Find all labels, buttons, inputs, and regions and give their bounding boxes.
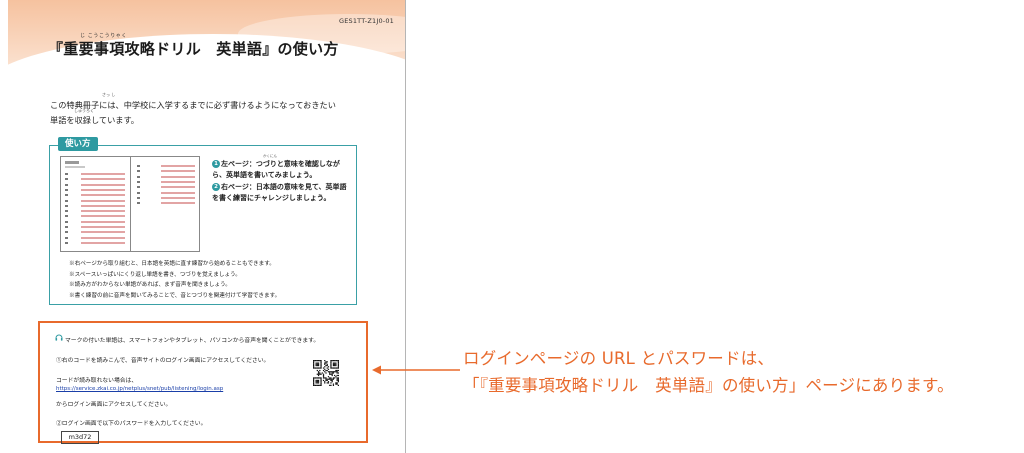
thumbnail-left-page — [61, 157, 131, 251]
thumbnail-right-page — [131, 157, 201, 251]
password-value: m3d72 — [61, 431, 99, 444]
login-url-link[interactable]: https://service.zkai.co.jp/netplus/snet/… — [56, 386, 224, 392]
callout-line: 「『重要事項攻略ドリル 英単語』の使い方」ページにあります。 — [463, 376, 954, 395]
step-text: 左ページ：つづりと意味を確認しながら、英単語を書いてみましょう。 — [212, 160, 340, 179]
howto-section — [49, 145, 357, 305]
headphone-icon — [55, 334, 63, 341]
audio-info-text: マークの付いた単語は、スマートフォンやタブレット、パソコンから音声を聞くことがで… — [65, 338, 320, 344]
callout-line: ログインページの URL とパスワードは、 — [463, 349, 775, 368]
howto-notes: ※右ページから取り組むと、日本語を英語に直す練習から始めることもできます。 ※ス… — [69, 259, 354, 301]
intro-ruby-shuuroku: しゅうろく — [74, 108, 94, 113]
cannot-read-text: コードが読み取れない場合は、 — [56, 378, 138, 384]
arrow-left-icon — [372, 365, 460, 375]
page-title: 『重要事項攻略ドリル 英単語』の使い方 — [48, 40, 339, 58]
note-line: ※スペースいっぱいにくり返し単語を書き、つづりを覚えましょう。 — [69, 271, 241, 278]
note-line: ※書く練習の前に音声を聞いてみることで、音とつづりを関連付けて学習できます。 — [69, 292, 281, 299]
intro-line: この特典冊子には、中学校に入学するまでに必ず書けるようになっておきたい — [50, 100, 336, 110]
step-number-icon: 2 — [212, 183, 220, 191]
drill-page-thumbnail — [60, 156, 200, 252]
step-ruby: かくにん — [263, 154, 277, 158]
step-text: 右ページ：日本語の意味を見て、英単語を書く練習にチャレンジしましょう。 — [212, 183, 347, 202]
document-code: GES1TT-Z1J0-01 — [338, 17, 394, 25]
qr-step-text: ①右のコードを読みこんで、音声サイトのログイン画面にアクセスしてください。 — [56, 358, 270, 364]
header-banner — [8, 0, 405, 94]
note-line: ※読み方がわからない単語があれば、まず音声を聞きましょう。 — [69, 282, 231, 288]
step-number-icon: 1 — [212, 160, 220, 168]
howto-tag: 使い方 — [58, 137, 98, 151]
login-info-highlight — [38, 321, 368, 443]
password-step-text: ②ログイン画面で以下のパスワードを入力してください。 — [56, 421, 207, 427]
access-text: からログイン画面にアクセスしてください。 — [56, 402, 172, 408]
note-line: ※右ページから取り組むと、日本語を英語に直す練習から始めることもできます。 — [69, 261, 275, 267]
intro-ruby-sasshi: さっ し — [102, 92, 116, 97]
intro-text: この特典冊子には、中学校に入学するまでに必ず書けるようになっておきたい 単語を収… — [50, 98, 365, 128]
login-callout: ログインページの URL とパスワードは、 「『重要事項攻略ドリル 英単語』の使… — [463, 345, 954, 399]
qr-code-icon[interactable] — [313, 360, 339, 386]
title-ruby: じ こうこうりゃく — [80, 33, 127, 39]
intro-line: 単語を収録しています。 — [50, 115, 139, 125]
